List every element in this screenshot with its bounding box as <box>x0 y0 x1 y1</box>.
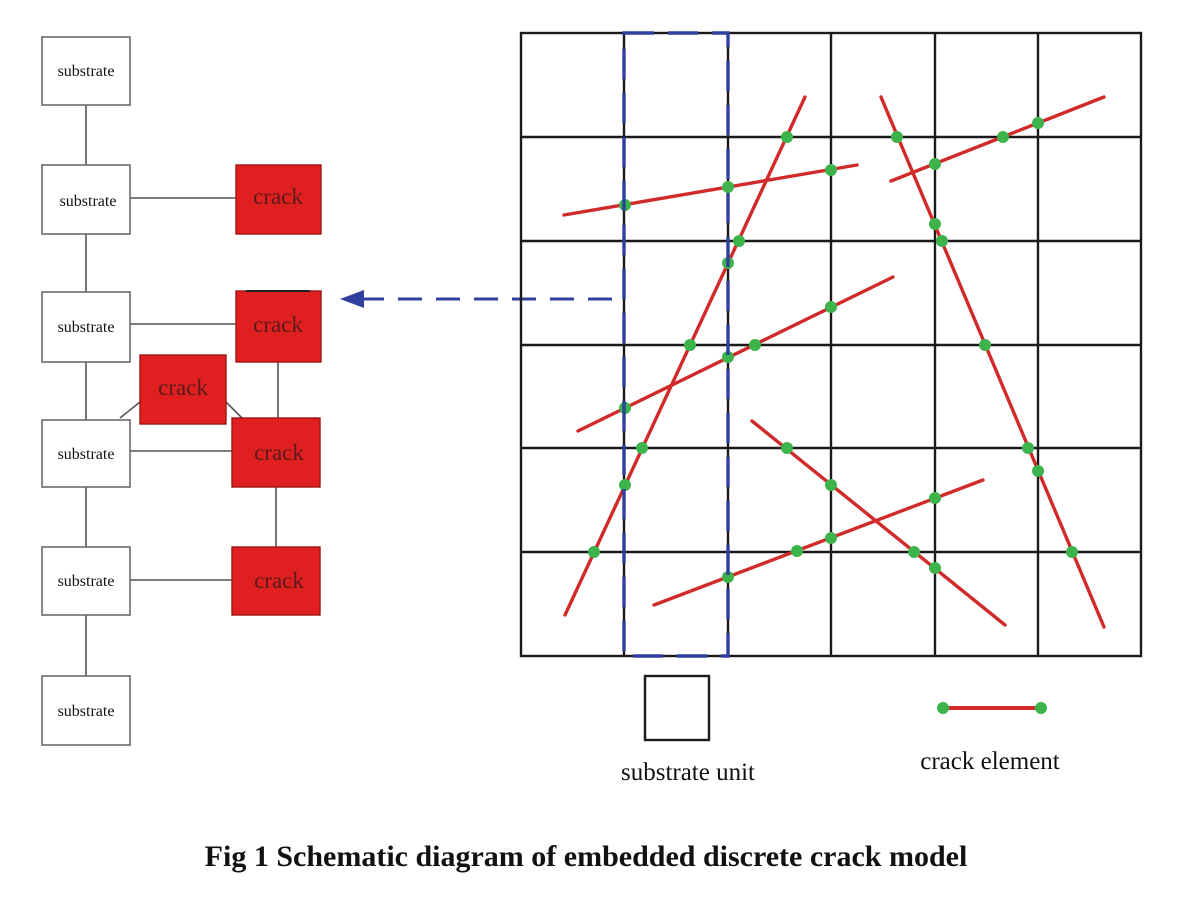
link-substrate-4-crack-3 <box>119 401 141 419</box>
crack-node <box>588 546 600 558</box>
substrate-grid <box>519 31 1143 658</box>
crack-box <box>235 290 322 363</box>
crack-node <box>929 218 941 230</box>
substrate-box <box>41 546 131 616</box>
crack-box <box>235 164 322 235</box>
crack-line <box>879 95 1106 629</box>
crack-node <box>722 351 734 363</box>
crack-box-label: crack <box>254 440 304 465</box>
crack-node <box>1032 465 1044 477</box>
crack-node <box>781 131 793 143</box>
substrate-unit-label: substrate unit <box>621 759 755 786</box>
crack-box-label: crack <box>158 375 208 400</box>
crack-node <box>722 571 734 583</box>
crack-element-node-icon <box>1035 702 1047 714</box>
crack-element-label: crack element <box>920 748 1060 775</box>
crack-box-label: crack <box>253 312 303 337</box>
crack-node <box>781 442 793 454</box>
substrate-unit-icon <box>643 674 711 742</box>
substrate-box <box>41 36 131 106</box>
crack-box-label: crack <box>253 184 303 209</box>
figure-caption: Fig 1 Schematic diagram of embedded disc… <box>205 840 968 873</box>
crack-node <box>684 339 696 351</box>
crack-node <box>733 235 745 247</box>
crack-lines <box>562 95 1106 629</box>
substrate-box-label: substrate <box>58 319 115 336</box>
crack-node <box>908 546 920 558</box>
mapping-arrow <box>340 290 612 308</box>
crack-node <box>929 562 941 574</box>
crack-node <box>929 492 941 504</box>
crack-line <box>562 163 859 217</box>
highlighted-column <box>622 31 730 658</box>
crack-box <box>231 417 321 488</box>
crack-node <box>936 235 948 247</box>
crack-node <box>825 479 837 491</box>
substrate-box-label: substrate <box>58 703 115 720</box>
crack-node <box>825 532 837 544</box>
substrate-box-label: substrate <box>60 193 117 210</box>
crack-node <box>722 181 734 193</box>
crack-node <box>1032 117 1044 129</box>
crack-box-label: crack <box>254 568 304 593</box>
substrate-box <box>41 291 131 363</box>
crack-node <box>979 339 991 351</box>
crack-node <box>749 339 761 351</box>
substrate-box-label: substrate <box>58 63 115 80</box>
crack-box <box>231 546 321 616</box>
crack-node <box>891 131 903 143</box>
legend: substrate unit crack element <box>621 674 1060 786</box>
left-connections <box>85 105 279 676</box>
link-crack-3-crack-4 <box>225 401 245 421</box>
substrate-box <box>41 675 131 746</box>
crack-element-node-icon <box>937 702 949 714</box>
mapping-arrow-head <box>340 290 364 308</box>
crack-node <box>825 301 837 313</box>
crack-line <box>652 478 985 607</box>
crack-boxes: crack crack crack crack crack <box>139 164 322 616</box>
crack-nodes <box>588 117 1078 583</box>
substrate-box-label: substrate <box>58 573 115 590</box>
crack-node <box>1066 546 1078 558</box>
crack-line <box>563 95 807 617</box>
substrate-box-label: substrate <box>58 446 115 463</box>
crack-node <box>1022 442 1034 454</box>
substrate-box <box>41 419 131 488</box>
crack-node <box>997 131 1009 143</box>
crack-node <box>825 164 837 176</box>
substrate-boxes: substrate substrate substrate substrate … <box>41 36 131 746</box>
crack-node <box>619 479 631 491</box>
crack-node <box>636 442 648 454</box>
substrate-box <box>41 164 131 235</box>
crack-line <box>750 419 1007 627</box>
crack-node <box>791 545 803 557</box>
crack-node <box>929 158 941 170</box>
crack-box <box>139 354 227 425</box>
crack-line <box>576 275 895 433</box>
